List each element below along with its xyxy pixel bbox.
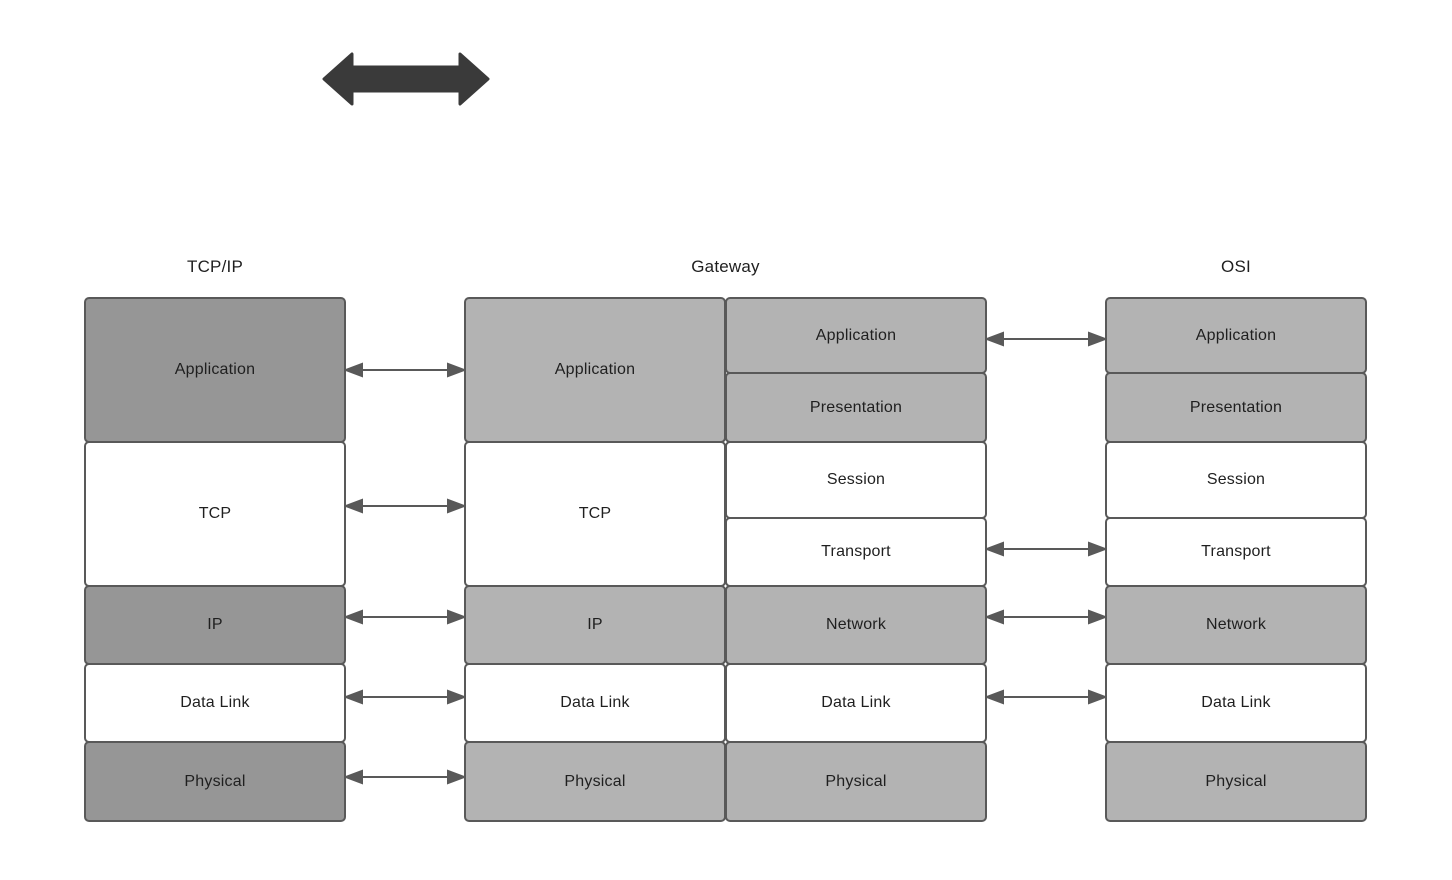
connector-gateway-osi-data-link [987,686,1105,708]
layer-gateway-osi-session[interactable]: Session [725,441,987,519]
layer-gateway-osi-data-link[interactable]: Data Link [725,663,987,743]
layer-tcpip-tcp[interactable]: TCP [84,441,346,587]
layer-osi-network[interactable]: Network [1105,585,1367,665]
stack-tcpip: Application TCP IP Data Link Physical [84,297,346,822]
column-heading-gateway: Gateway [691,257,760,276]
connector-gateway-osi-application [987,328,1105,350]
column-heading-osi: OSI [1221,257,1251,276]
layer-gateway-osi-application[interactable]: Application [725,297,987,374]
layer-osi-presentation[interactable]: Presentation [1105,372,1367,443]
layer-gateway-application[interactable]: Application [464,297,726,443]
connector-tcpip-gateway-data-link [346,686,464,708]
layer-osi-physical[interactable]: Physical [1105,741,1367,822]
layer-osi-transport[interactable]: Transport [1105,517,1367,587]
layer-gateway-osi-transport[interactable]: Transport [725,517,987,587]
column-heading-tcpip: TCP/IP [187,257,243,276]
connector-tcpip-gateway-application [346,359,464,381]
connector-tcpip-gateway-ip [346,606,464,628]
layer-gateway-osi-presentation[interactable]: Presentation [725,372,987,443]
layer-tcpip-data-link[interactable]: Data Link [84,663,346,743]
layer-osi-data-link[interactable]: Data Link [1105,663,1367,743]
layer-osi-application[interactable]: Application [1105,297,1367,374]
layer-osi-session[interactable]: Session [1105,441,1367,519]
layer-tcpip-ip[interactable]: IP [84,585,346,665]
layer-gateway-data-link[interactable]: Data Link [464,663,726,743]
layer-gateway-physical[interactable]: Physical [464,741,726,822]
connector-gateway-osi-transport [987,538,1105,560]
connector-gateway-osi-network [987,606,1105,628]
stack-gateway-right: Application Presentation Session Transpo… [725,297,987,822]
bidirectional-arrow-icon [318,48,494,110]
stack-gateway-left: Application TCP IP Data Link Physical [464,297,726,822]
layer-tcpip-physical[interactable]: Physical [84,741,346,822]
layer-tcpip-application[interactable]: Application [84,297,346,443]
stack-osi: Application Presentation Session Transpo… [1105,297,1367,822]
layer-gateway-osi-network[interactable]: Network [725,585,987,665]
layer-gateway-tcp[interactable]: TCP [464,441,726,587]
connector-tcpip-gateway-tcp [346,495,464,517]
layer-gateway-ip[interactable]: IP [464,585,726,665]
connector-tcpip-gateway-physical [346,766,464,788]
layer-gateway-osi-physical[interactable]: Physical [725,741,987,822]
